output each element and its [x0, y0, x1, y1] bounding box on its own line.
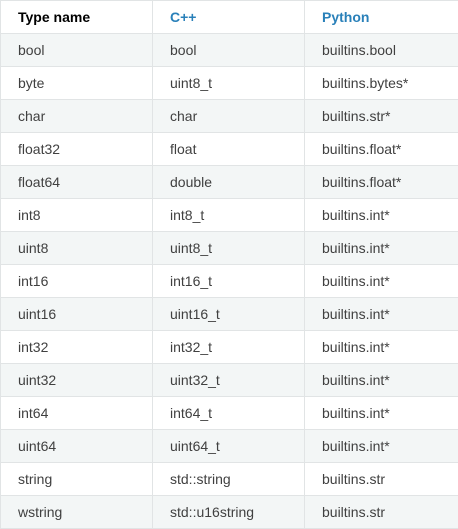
cell-cpp-type: std::string	[152, 462, 305, 496]
cell-type-name: uint32	[0, 363, 153, 397]
cell-cpp-type: int32_t	[152, 330, 305, 364]
cell-type-name: bool	[0, 33, 153, 67]
cell-python-type: builtins.int*	[304, 363, 458, 397]
cell-cpp-type: uint8_t	[152, 231, 305, 265]
cell-python-type: builtins.int*	[304, 231, 458, 265]
cell-type-name: int64	[0, 396, 153, 430]
cell-python-type: builtins.int*	[304, 330, 458, 364]
cell-python-type: builtins.bool	[304, 33, 458, 67]
cell-cpp-type: int8_t	[152, 198, 305, 232]
cell-python-type: builtins.float*	[304, 165, 458, 199]
cell-python-type: builtins.int*	[304, 198, 458, 232]
cell-type-name: wstring	[0, 495, 153, 529]
cell-type-name: byte	[0, 66, 153, 100]
cell-cpp-type: int16_t	[152, 264, 305, 298]
cell-python-type: builtins.str*	[304, 99, 458, 133]
cell-type-name: uint8	[0, 231, 153, 265]
cell-cpp-type: char	[152, 99, 305, 133]
cell-cpp-type: bool	[152, 33, 305, 67]
cell-type-name: int16	[0, 264, 153, 298]
cell-type-name: char	[0, 99, 153, 133]
cell-cpp-type: uint16_t	[152, 297, 305, 331]
cell-type-name: float32	[0, 132, 153, 166]
cell-cpp-type: std::u16string	[152, 495, 305, 529]
cell-type-name: int32	[0, 330, 153, 364]
cell-type-name: string	[0, 462, 153, 496]
cell-python-type: builtins.int*	[304, 264, 458, 298]
cell-cpp-type: float	[152, 132, 305, 166]
table-header: Type name C++ Python	[0, 0, 458, 34]
cell-cpp-type: uint32_t	[152, 363, 305, 397]
cell-python-type: builtins.str	[304, 495, 458, 529]
cell-python-type: builtins.int*	[304, 297, 458, 331]
cell-python-type: builtins.int*	[304, 429, 458, 463]
header-type-name: Type name	[0, 0, 153, 34]
cell-type-name: float64	[0, 165, 153, 199]
header-row: Type name C++ Python	[0, 0, 458, 34]
cell-cpp-type: int64_t	[152, 396, 305, 430]
cell-python-type: builtins.bytes*	[304, 66, 458, 100]
header-python: Python	[304, 0, 458, 34]
cell-type-name: int8	[0, 198, 153, 232]
cell-python-type: builtins.float*	[304, 132, 458, 166]
cell-python-type: builtins.int*	[304, 396, 458, 430]
cell-type-name: uint64	[0, 429, 153, 463]
header-cpp: C++	[152, 0, 305, 34]
cell-cpp-type: double	[152, 165, 305, 199]
cell-type-name: uint16	[0, 297, 153, 331]
cell-cpp-type: uint64_t	[152, 429, 305, 463]
cell-python-type: builtins.str	[304, 462, 458, 496]
cell-cpp-type: uint8_t	[152, 66, 305, 100]
